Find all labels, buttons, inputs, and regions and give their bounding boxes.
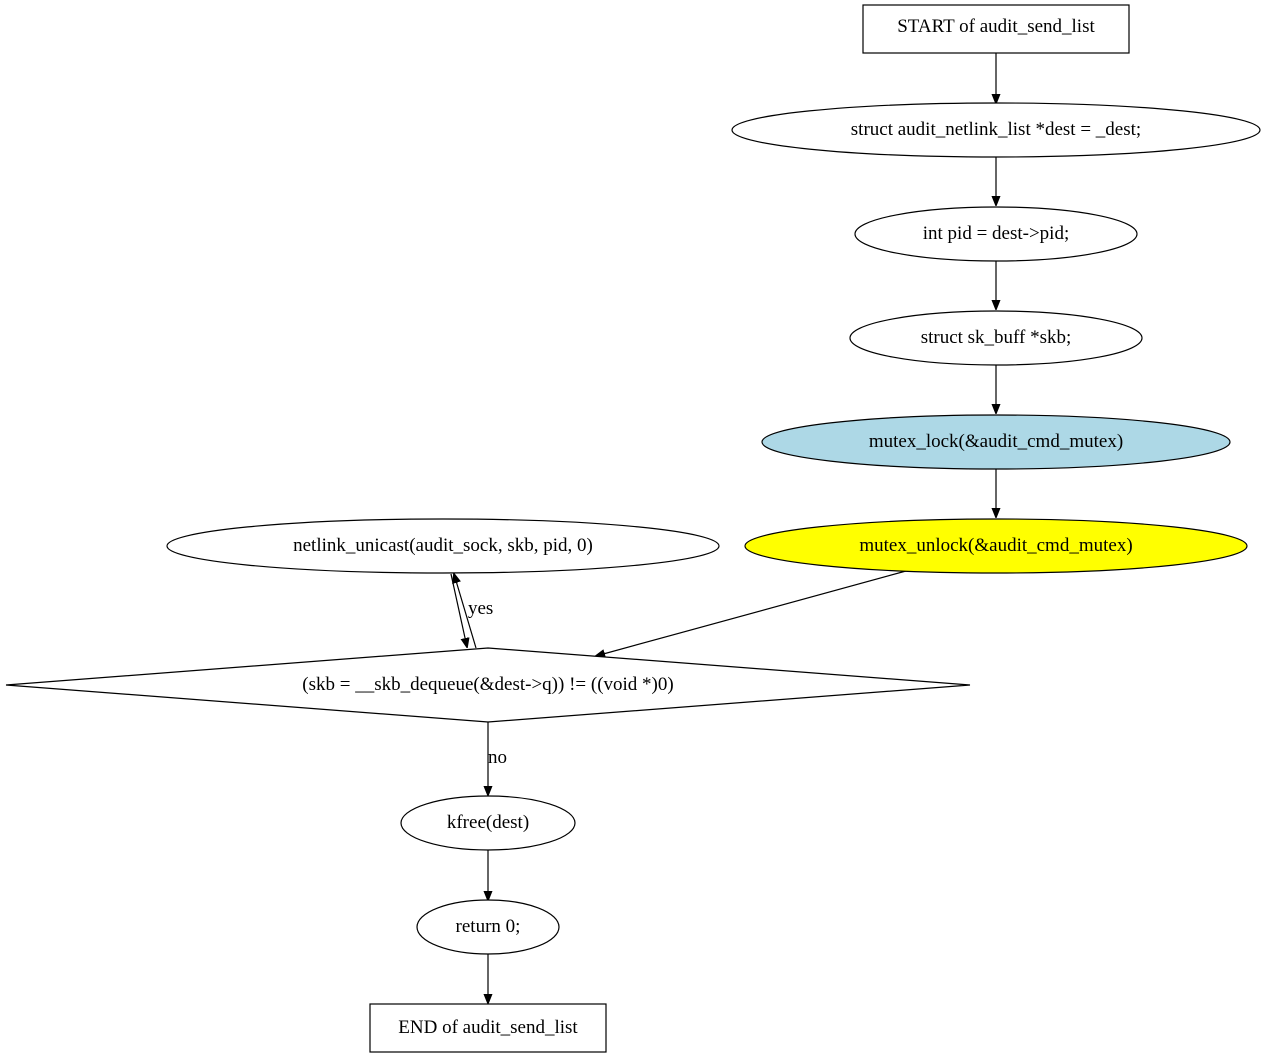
edge-cond-unicast — [454, 574, 477, 649]
node-netlink-unicast: netlink_unicast(audit_sock, skb, pid, 0) — [166, 518, 720, 574]
node-mutex-unlock: mutex_unlock(&audit_cmd_mutex) — [744, 518, 1248, 574]
node-dest-decl-label: struct audit_netlink_list *dest = _dest; — [851, 119, 1141, 140]
node-netlink-unicast-label: netlink_unicast(audit_sock, skb, pid, 0) — [293, 535, 593, 556]
edge-unlock-cond — [596, 570, 907, 656]
node-return-label: return 0; — [456, 916, 521, 937]
node-dequeue-condition: (skb = __skb_dequeue(&dest->q)) != ((voi… — [5, 647, 971, 723]
edges — [450, 53, 996, 1003]
node-mutex-lock: mutex_lock(&audit_cmd_mutex) — [761, 414, 1231, 470]
edge-label-no: no — [488, 747, 507, 768]
node-end-label: END of audit_send_list — [398, 1017, 578, 1038]
node-dequeue-condition-label: (skb = __skb_dequeue(&dest->q)) != ((voi… — [302, 674, 673, 695]
node-mutex-lock-label: mutex_lock(&audit_cmd_mutex) — [869, 431, 1123, 452]
node-pid-decl-label: int pid = dest->pid; — [923, 223, 1070, 244]
node-start: START of audit_send_list — [862, 4, 1130, 54]
node-skb-decl-label: struct sk_buff *skb; — [921, 327, 1072, 348]
node-kfree-label: kfree(dest) — [447, 812, 529, 833]
node-dest-decl: struct audit_netlink_list *dest = _dest; — [731, 102, 1261, 158]
node-mutex-unlock-label: mutex_unlock(&audit_cmd_mutex) — [859, 535, 1132, 556]
node-kfree: kfree(dest) — [400, 795, 576, 851]
node-pid-decl: int pid = dest->pid; — [854, 206, 1138, 262]
edge-label-yes: yes — [468, 598, 493, 619]
node-end: END of audit_send_list — [369, 1003, 607, 1053]
node-start-label: START of audit_send_list — [897, 16, 1095, 37]
node-return: return 0; — [416, 899, 560, 955]
node-skb-decl: struct sk_buff *skb; — [849, 310, 1143, 366]
edge-unicast-cond — [450, 573, 467, 647]
